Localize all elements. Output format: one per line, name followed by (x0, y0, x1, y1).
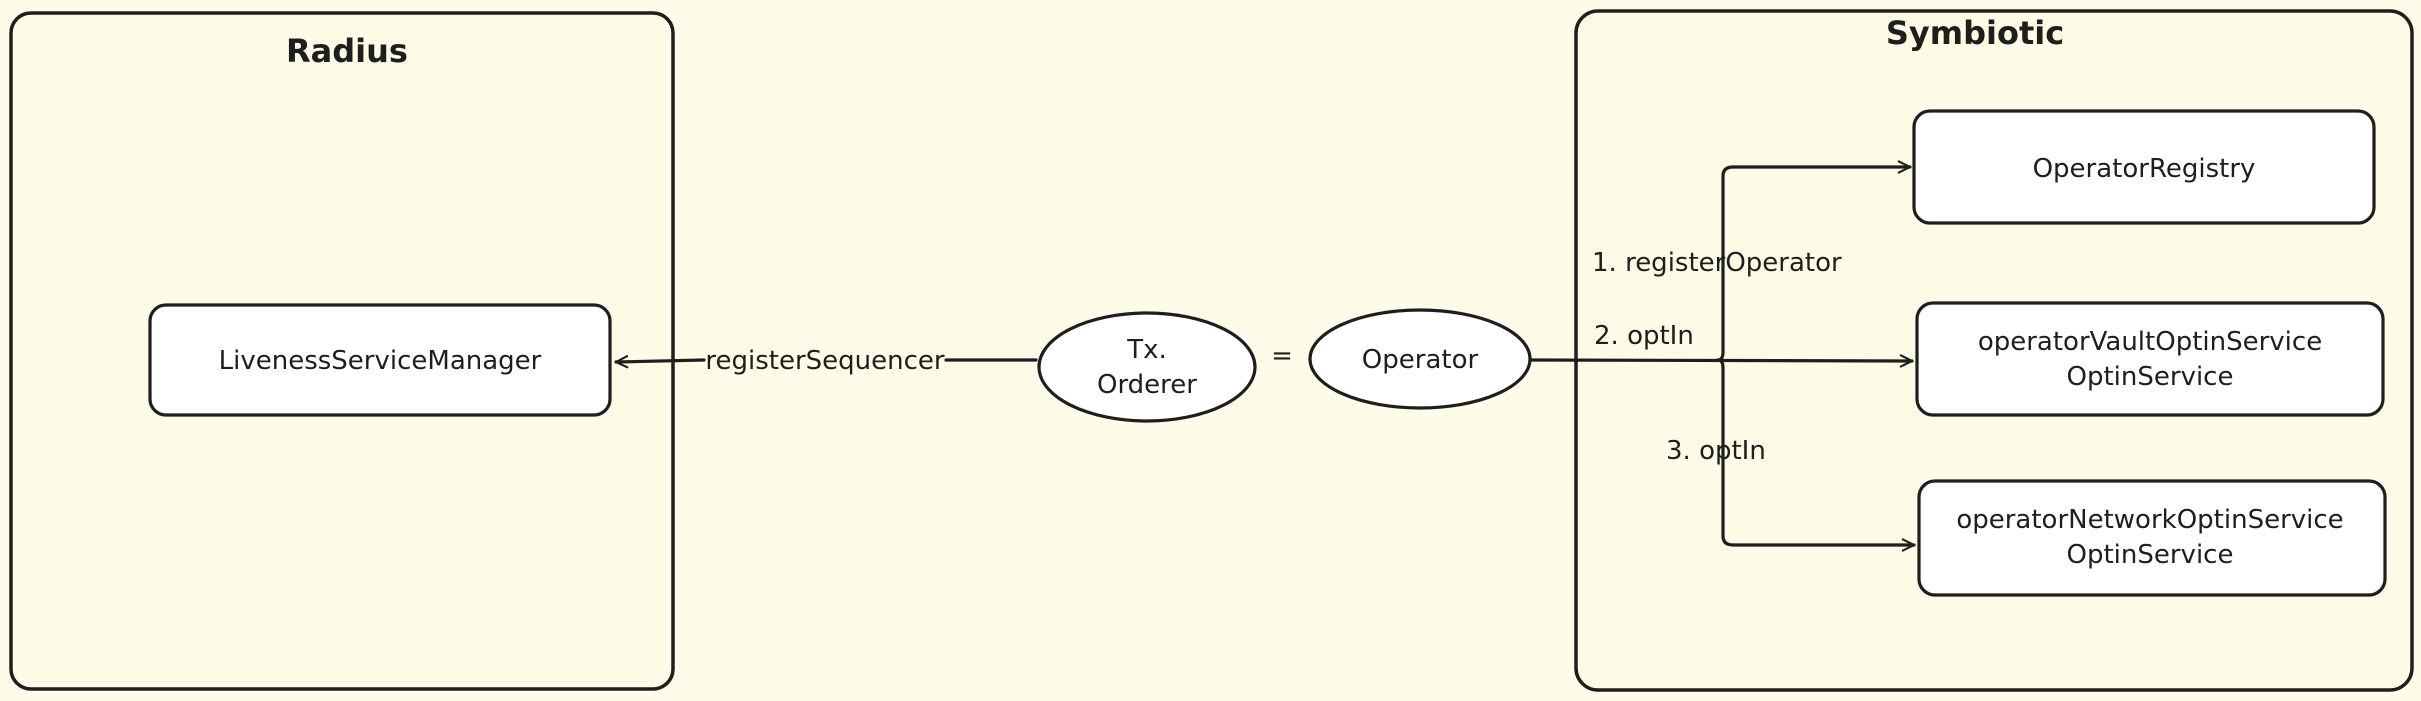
edge-label-register-sequencer: registerSequencer (705, 346, 945, 376)
edge-operator-to-symbiotic: 1. registerOperator 2. optIn 3. optIn (1528, 160, 1916, 552)
liveness-service-manager-node: LivenessServiceManager (148, 303, 612, 417)
equals-sign: = (1271, 341, 1293, 371)
tx-orderer-node: Tx. Orderer (1037, 311, 1257, 423)
radius-title: Radius (286, 32, 408, 70)
edge-label-optin-vault: 2. optIn (1594, 321, 1694, 351)
network-optin-service-label-line1: operatorNetworkOptinService (1956, 505, 2343, 535)
edge-label-optin-network: 3. optIn (1666, 436, 1766, 466)
vault-optin-service-node: operatorVaultOptinService OptinService (1915, 301, 2385, 417)
network-optin-service-node: operatorNetworkOptinService OptinService (1917, 479, 2387, 597)
liveness-service-manager-label: LivenessServiceManager (219, 346, 542, 376)
network-optin-service-label-line2: OptinService (2067, 540, 2234, 570)
operator-registry-label: OperatorRegistry (2033, 154, 2256, 184)
symbiotic-title: Symbiotic (1886, 14, 2064, 52)
operator-node: Operator (1308, 308, 1532, 410)
tx-orderer-label-line1: Tx. (1126, 335, 1167, 365)
vault-optin-service-label-line1: operatorVaultOptinService (1978, 327, 2322, 357)
edge-label-register-operator: 1. registerOperator (1592, 248, 1842, 278)
vault-optin-service-label-line2: OptinService (2067, 362, 2234, 392)
edge-register-sequencer: registerSequencer (614, 346, 1038, 376)
tx-orderer-label-line2: Orderer (1097, 370, 1197, 400)
operator-label: Operator (1362, 345, 1479, 375)
operator-registry-node: OperatorRegistry (1912, 109, 2376, 225)
